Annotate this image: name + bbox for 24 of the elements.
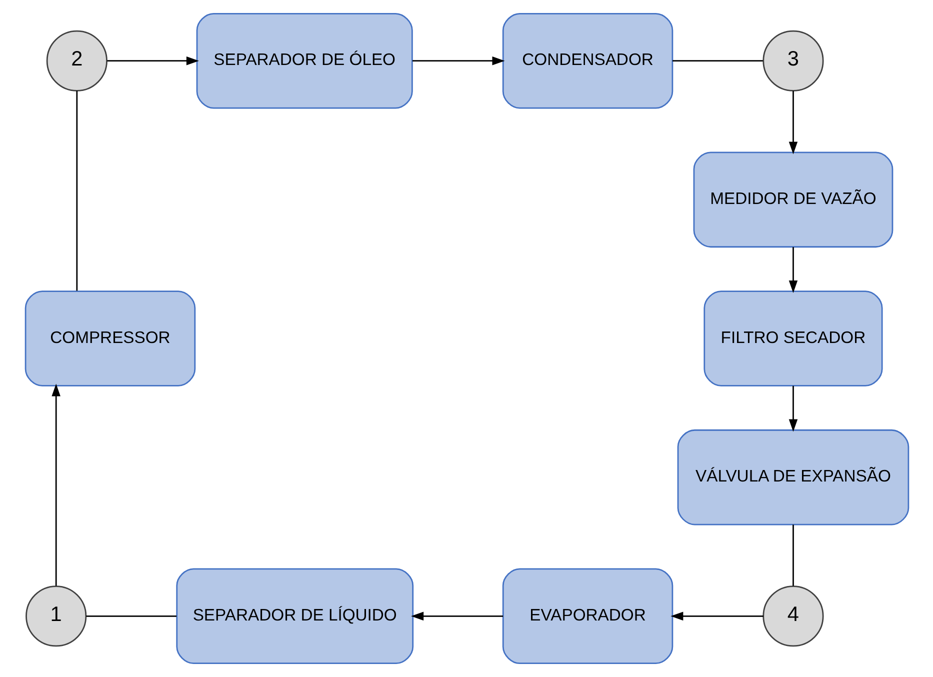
- node-box: VÁLVULA DE EXPANSÃO: [676, 429, 909, 526]
- node-box: EVAPORADOR: [502, 568, 673, 664]
- arrow: [788, 386, 798, 432]
- connector: [672, 60, 762, 62]
- connector: [792, 524, 794, 586]
- node-box: SEPARADOR DE LÍQUIDO: [176, 568, 414, 664]
- node-circle: 4: [762, 586, 824, 647]
- node-box: CONDENSADOR: [502, 12, 673, 109]
- arrow: [788, 90, 798, 154]
- connector: [86, 615, 176, 617]
- node-circle: 1: [25, 586, 86, 647]
- arrow: [412, 56, 504, 66]
- arrow: [410, 612, 503, 621]
- node-circle: 3: [762, 30, 824, 92]
- node-box: COMPRESSOR: [24, 290, 196, 386]
- arrow: [51, 384, 60, 586]
- node-box: MEDIDOR DE VAZÃO: [692, 152, 893, 248]
- arrow: [788, 247, 798, 293]
- node-circle: 2: [46, 30, 107, 92]
- node-box: SEPARADOR DE ÓLEO: [196, 12, 412, 109]
- connector: [76, 90, 78, 291]
- node-box: FILTRO SECADOR: [703, 290, 882, 386]
- arrow: [670, 612, 763, 621]
- arrow: [106, 56, 198, 66]
